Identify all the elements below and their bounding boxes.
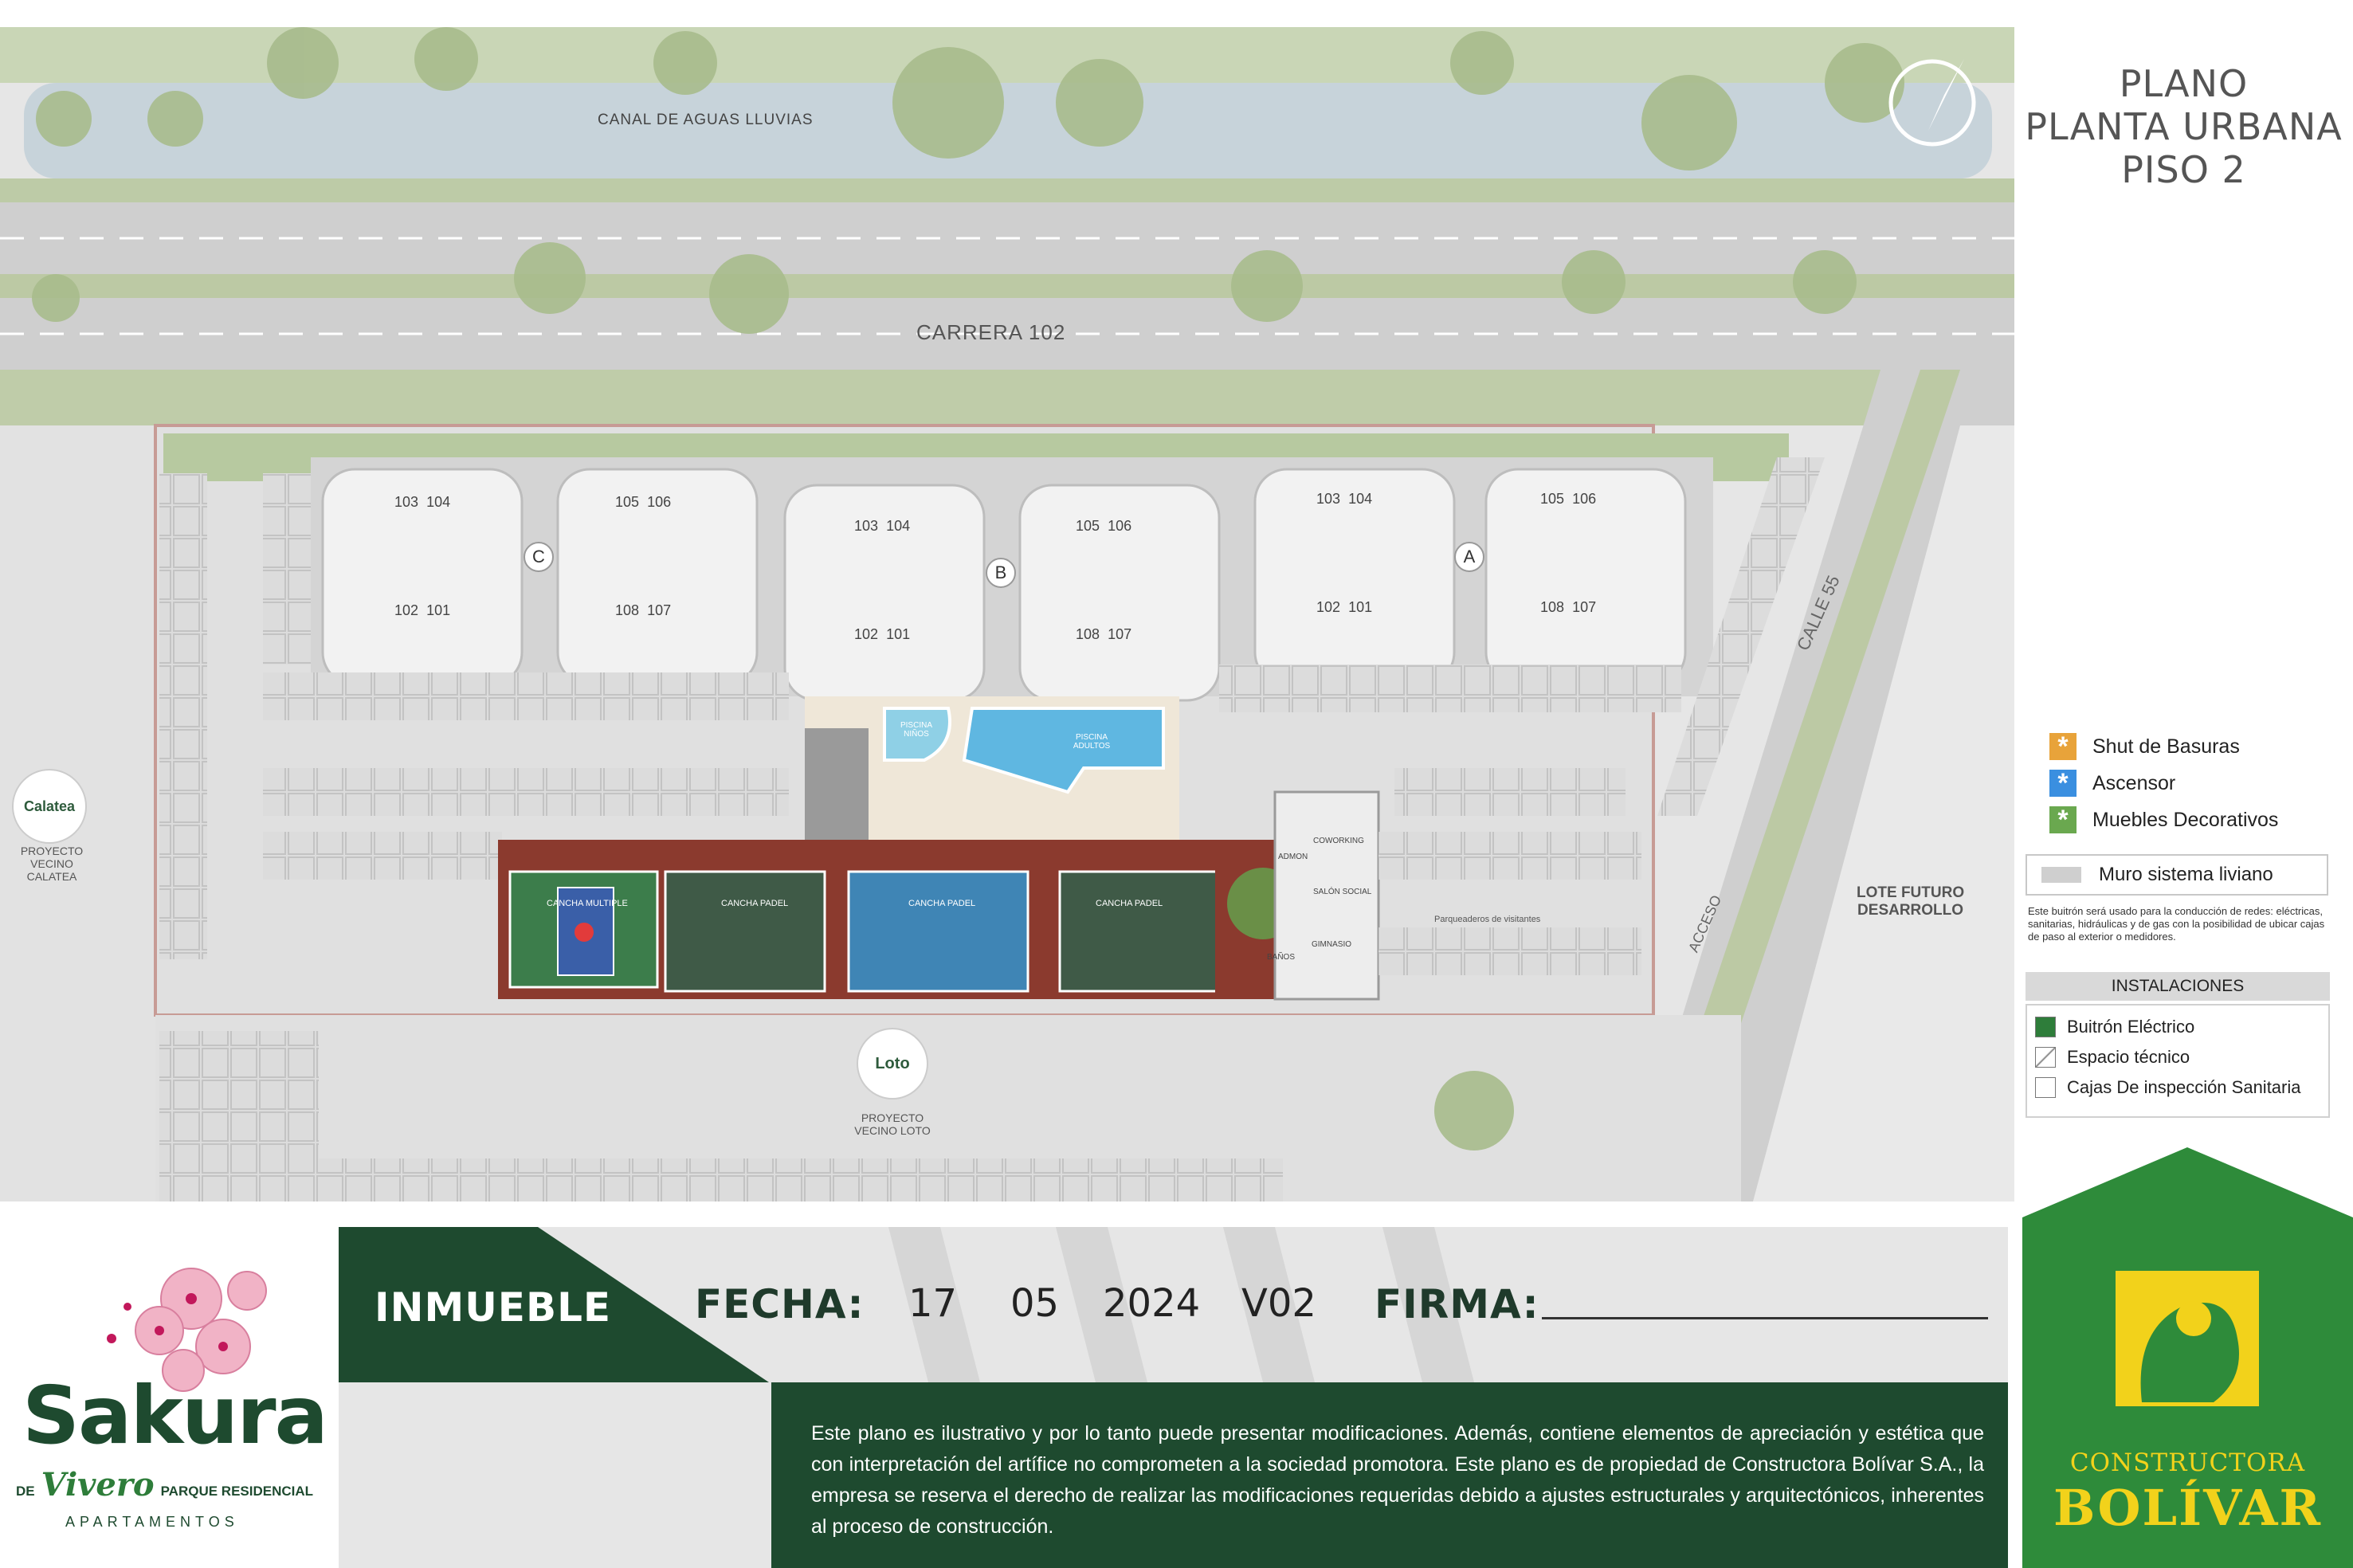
legend: * Shut de Basuras * Ascensor * Muebles D… — [2049, 733, 2278, 833]
cancha-padel-label: CANCHA PADEL — [1096, 899, 1163, 908]
cancha-padel-label: CANCHA PADEL — [721, 899, 789, 908]
cancha-multiple-label: CANCHA MULTIPLE — [547, 899, 628, 908]
constructora-text: CONSTRUCTORA — [2069, 1448, 2306, 1477]
firma-label: FIRMA: — [1375, 1281, 1539, 1327]
salon-social-label: SALÓN SOCIAL — [1313, 888, 1372, 896]
cherry-blossom-icon — [107, 1268, 267, 1392]
instalacion-item: Buitrón Eléctrico — [2035, 1017, 2328, 1037]
instalacion-item: Cajas De inspección Sanitaria — [2035, 1077, 2328, 1098]
disclaimer-box: Este plano es ilustrativo y por lo tanto… — [771, 1382, 2008, 1568]
instalacion-item: Espacio técnico — [2035, 1047, 2328, 1068]
muro-swatch — [2041, 867, 2081, 883]
tower-b-label: B — [986, 558, 1016, 588]
constructora-bolivar-logo — [2022, 1147, 2353, 1568]
apt-number: 105 106 — [1076, 518, 1132, 534]
apt-number: 103 104 — [394, 494, 451, 510]
tower-a-label: A — [1454, 542, 1484, 572]
carrera-label: CARRERA 102 — [916, 320, 1066, 344]
fecha-label: FECHA: — [695, 1281, 865, 1327]
instalaciones-title: INSTALACIONES — [2026, 972, 2330, 1001]
banos-label: BAÑOS — [1267, 953, 1296, 962]
legend-item: * Ascensor — [2049, 770, 2278, 797]
info-bar-stripes — [339, 1227, 1474, 1382]
version: V02 — [1241, 1281, 1316, 1326]
instalaciones-legend: Buitrón Eléctrico Espacio técnico Cajas … — [2026, 1004, 2330, 1118]
apt-number: 103 104 — [1316, 491, 1373, 507]
plan-title: PLANO PLANTA URBANA PISO 2 — [2025, 62, 2343, 191]
brand-subtitle: DE Vivero PARQUE RESIDENCIAL — [16, 1466, 314, 1503]
legend-item: * Shut de Basuras — [2049, 733, 2278, 760]
loto-logo: Loto — [857, 1028, 928, 1100]
brand-name: Sakura — [22, 1369, 328, 1462]
apt-number: 102 101 — [394, 602, 451, 618]
tower-c-label: C — [524, 542, 554, 572]
brand-apartamentos: APARTAMENTOS — [65, 1514, 239, 1530]
apt-number: 105 106 — [1540, 491, 1597, 507]
buitron-note: Este buitrón será usado para la conducci… — [2028, 905, 2325, 943]
piscina-ninos-label: PISCINA NIÑOS — [900, 721, 932, 739]
legend-item: * Muebles Decorativos — [2049, 806, 2278, 833]
sakura-logo: Sakura DE Vivero PARQUE RESIDENCIAL APAR… — [0, 1227, 335, 1568]
asterisk-blue-icon: * — [2049, 770, 2077, 797]
disclaimer-spacer — [339, 1382, 771, 1568]
piscina-adultos-label: PISCINA ADULTOS — [1073, 733, 1111, 751]
site-plan-map — [0, 27, 2014, 1201]
parqueaderos-visitantes-label: Parqueaderos de visitantes — [1434, 915, 1541, 924]
inmueble-label: INMUEBLE — [375, 1284, 612, 1331]
fecha-year: 2024 — [1103, 1281, 1201, 1326]
white-square-icon — [2035, 1077, 2056, 1098]
apt-number: 102 101 — [1316, 599, 1373, 615]
asterisk-green-icon: * — [2049, 806, 2077, 833]
bolivar-text: BOLÍVAR — [2053, 1479, 2323, 1537]
admon-label: ADMON — [1278, 853, 1308, 861]
fecha-month: 05 — [1010, 1281, 1060, 1326]
apt-number: 102 101 — [854, 626, 911, 642]
calatea-logo: Calatea — [12, 769, 87, 844]
firma-line — [1542, 1317, 1988, 1319]
muro-legend: Muro sistema liviano — [2026, 854, 2328, 896]
asterisk-orange-icon: * — [2049, 733, 2077, 760]
apt-number: 108 107 — [615, 602, 672, 618]
coworking-label: COWORKING — [1313, 837, 1364, 845]
fecha-day: 17 — [908, 1281, 958, 1326]
apt-number: 103 104 — [854, 518, 911, 534]
hatched-square-icon — [2035, 1047, 2056, 1068]
apt-number: 108 107 — [1076, 626, 1132, 642]
apt-number: 105 106 — [615, 494, 672, 510]
green-square-icon — [2035, 1017, 2056, 1037]
canal-label: CANAL DE AGUAS LLUVIAS — [598, 112, 814, 128]
cancha-padel-label: CANCHA PADEL — [908, 899, 976, 908]
disclaimer-text: Este plano es ilustrativo y por lo tanto… — [811, 1422, 1984, 1538]
apt-number: 108 107 — [1540, 599, 1597, 615]
gimnasio-label: GIMNASIO — [1312, 940, 1352, 949]
